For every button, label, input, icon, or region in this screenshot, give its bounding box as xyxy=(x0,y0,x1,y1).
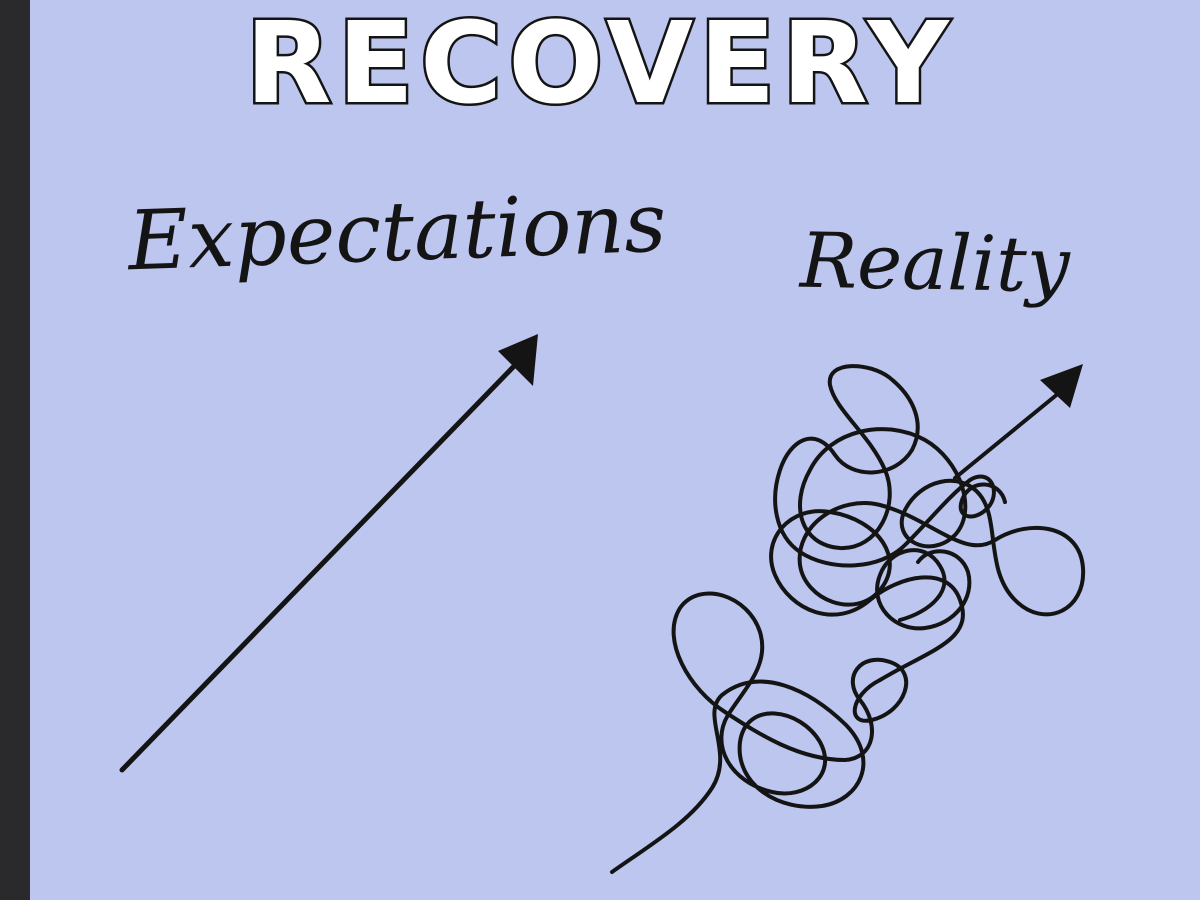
left-edge-strip xyxy=(0,0,30,900)
expectations-arrow-shaft xyxy=(119,357,523,773)
expectations-label: Expectations xyxy=(126,175,668,290)
page-title: RECOVERY xyxy=(243,0,955,129)
expectations-arrow xyxy=(119,334,538,773)
expectations-arrowhead xyxy=(498,334,538,386)
reality-scribble-upper xyxy=(769,364,1086,682)
paper-background xyxy=(30,0,1200,900)
reality-scribble-lower xyxy=(610,591,909,874)
reality-scribble-extra xyxy=(875,548,972,631)
reality-arrow-shaft xyxy=(953,386,1067,480)
reality-arrow xyxy=(610,364,1086,874)
reality-arrowhead xyxy=(1040,364,1083,408)
reality-label: Reality xyxy=(799,215,1071,310)
